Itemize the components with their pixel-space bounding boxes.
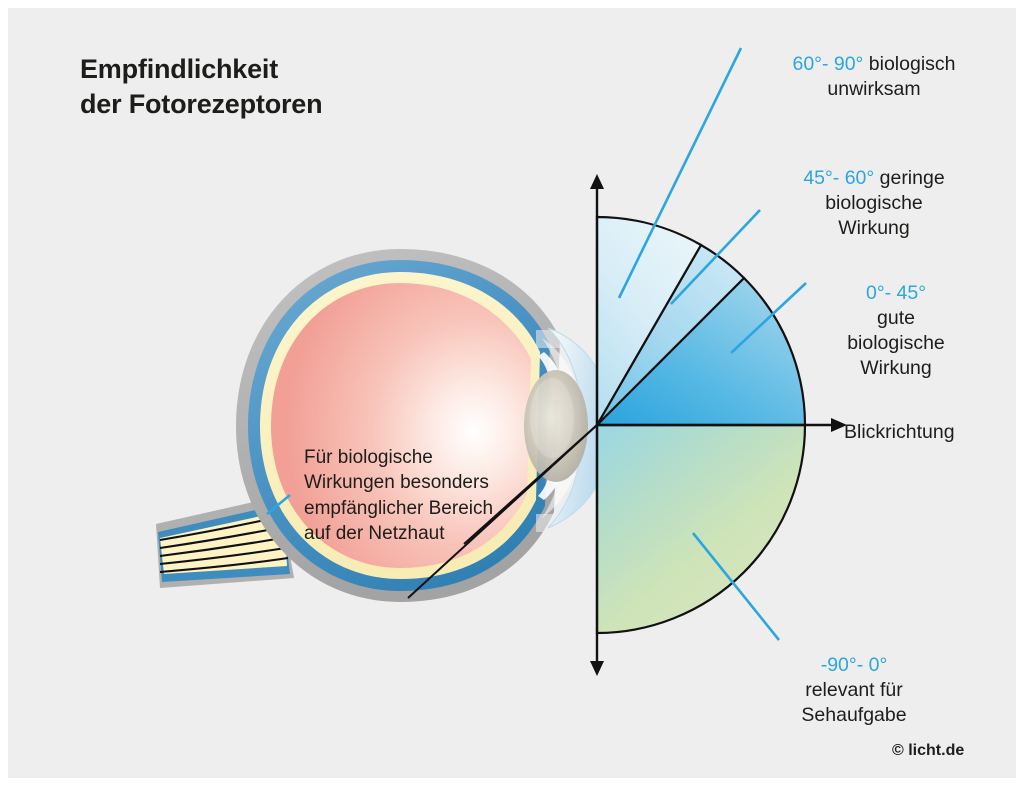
sector--90-0	[595, 423, 807, 635]
leader-45-60	[670, 209, 761, 305]
page-title: Empfindlichkeit der Fotorezeptoren	[80, 52, 323, 121]
retina-note-line2: Wirkungen besonders	[304, 472, 489, 494]
annotation-range-45-60: 45°- 60°	[803, 167, 875, 189]
sensitivity-fan	[594, 215, 807, 635]
optic-nerve-core	[160, 511, 287, 574]
annotation-0-45-line1: gute	[877, 306, 915, 329]
nodal-ray-lines	[407, 424, 598, 599]
annotation-45-60-line3: Wirkung	[838, 216, 910, 239]
annotation-0-45-line3: Wirkung	[860, 356, 932, 379]
annotation-60-90-line2: unwirksam	[827, 77, 921, 100]
leader--90-0	[691, 532, 781, 641]
annotation-0-45-line2: biologische	[847, 331, 945, 354]
retina-note-line1: Für biologische	[304, 447, 433, 468]
copyright-notice: © licht.de	[892, 742, 965, 759]
leader-0-45	[730, 282, 807, 354]
annotation-range-60-90: 60°- 90°	[792, 53, 864, 75]
axis-arrow-up	[590, 174, 604, 189]
sector-0-45	[594, 276, 807, 427]
annotation-range--90-0: -90°- 0°	[820, 654, 888, 676]
leader-retina-note	[266, 493, 291, 516]
retina-note-line4: auf der Netzhaut	[304, 522, 445, 544]
vitreous-body	[271, 283, 531, 568]
annotation-leader-lines	[266, 47, 807, 641]
axis-arrow-right	[831, 418, 847, 432]
annotation--90-0-line2: Sehaufgabe	[801, 703, 907, 726]
title-line-1: Empfindlichkeit	[80, 54, 279, 84]
annotation-45-60-line1: geringe	[879, 167, 945, 189]
leader-60-90	[617, 47, 743, 299]
retina-note-line3: empfänglicher Bereich	[304, 497, 494, 519]
anterior-notch-bottom	[536, 514, 561, 532]
annotation-range-0-45: 0°- 45°	[865, 282, 927, 304]
sector-60-90	[595, 215, 703, 430]
eyeball	[236, 249, 561, 602]
lens	[524, 370, 588, 482]
axis-label-blickrichtung: Blickrichtung	[844, 421, 955, 443]
title-line-2: der Fotorezeptoren	[80, 88, 323, 119]
axis-arrow-down	[590, 661, 604, 676]
annotation--90-0-line1: relevant für	[805, 678, 903, 701]
axes	[590, 174, 847, 676]
annotation-60-90-line1: biologisch	[868, 53, 956, 75]
diagram-canvas: Empfindlichkeit der Fotorezeptoren 60°- 9…	[8, 8, 1016, 778]
lens-body	[524, 370, 588, 482]
lens-highlight	[530, 378, 574, 458]
diagram-graphics	[156, 47, 847, 676]
annotation-45-60-line2: biologische	[825, 191, 923, 214]
